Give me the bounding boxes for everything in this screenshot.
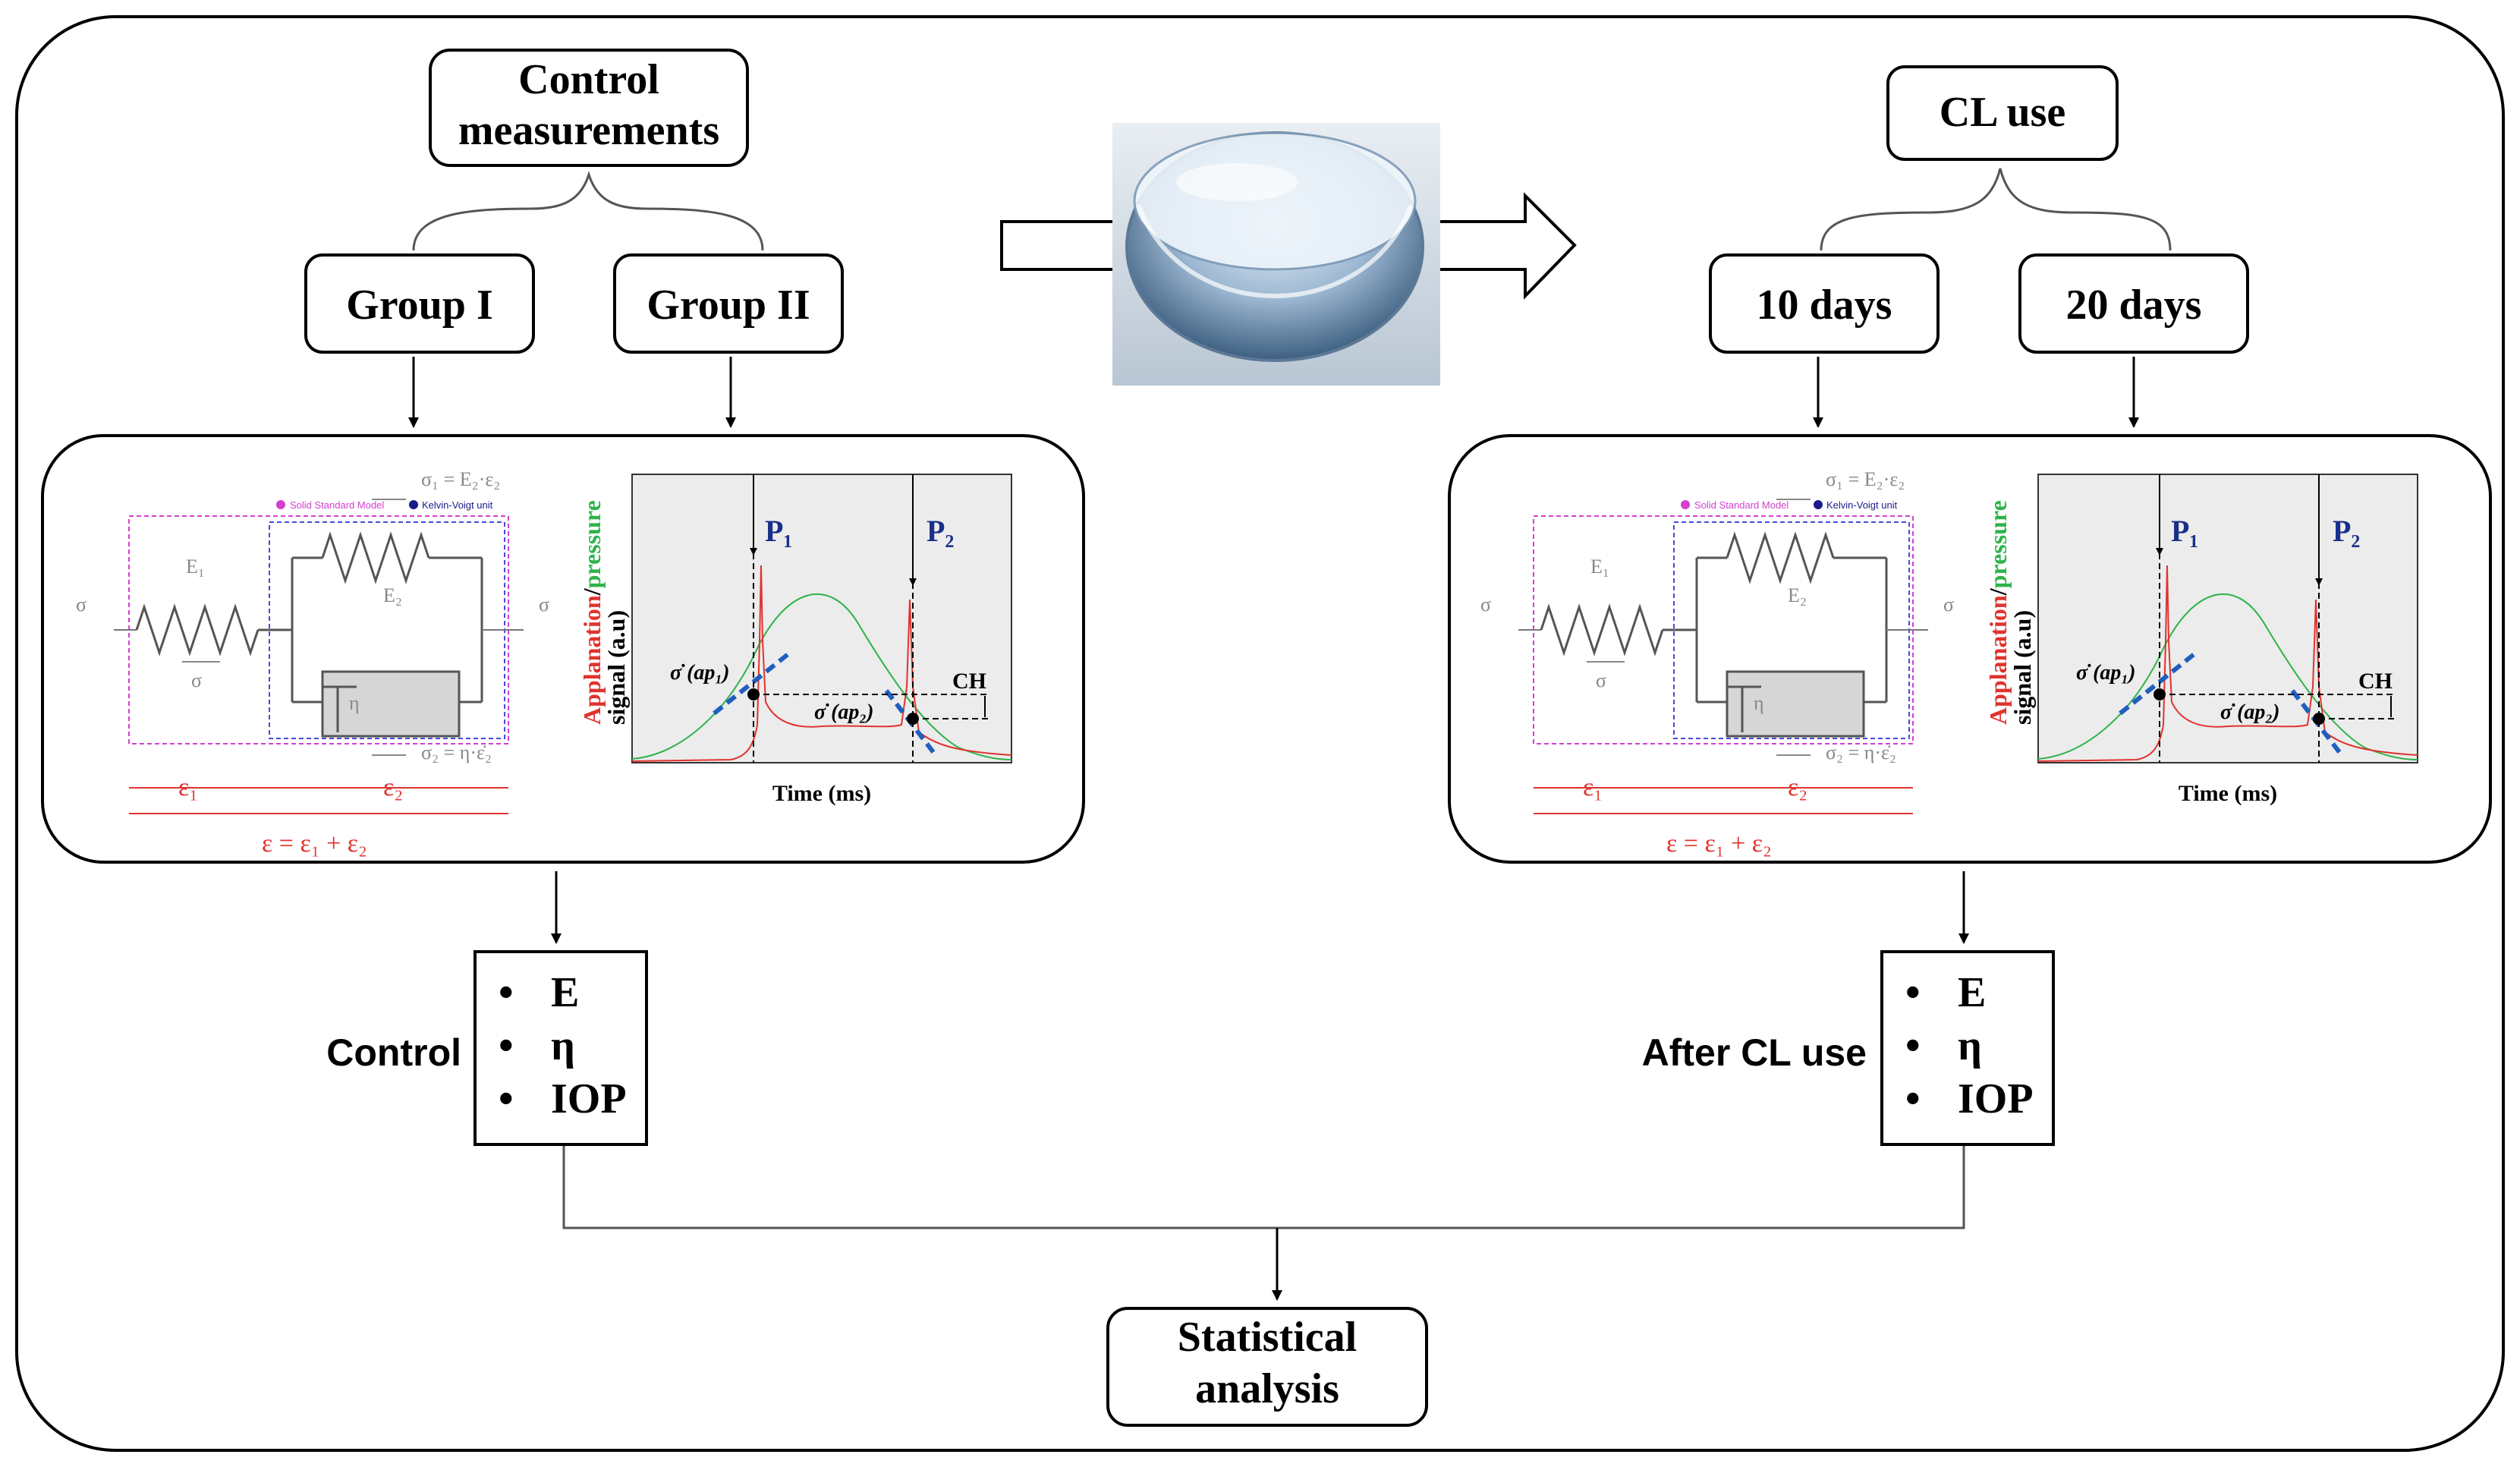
ap2-label-r: σ̇ (ap₂) bbox=[2220, 700, 2280, 724]
sigma-right: σ bbox=[539, 593, 549, 615]
kv-legend-dot-r bbox=[1814, 500, 1823, 509]
kv-legend-dot bbox=[409, 500, 418, 509]
sigma1-label-r: σ₁ = E₂·ε₂ bbox=[1826, 468, 1905, 490]
group-ii-label: Group II bbox=[647, 282, 810, 329]
cl-use-box: CL use bbox=[1886, 65, 2119, 161]
brace-right bbox=[1820, 168, 2172, 251]
ylabel-line1-r: Applanation/pressure bbox=[1984, 500, 2012, 725]
eps-total-label: ε = ε₁ + ε₂ bbox=[262, 830, 367, 858]
left-output-E: E bbox=[551, 969, 579, 1016]
group-i-label: Group I bbox=[346, 282, 492, 329]
P2-label: P₂ bbox=[927, 514, 954, 548]
kv-legend-r: Kelvin-Voigt unit bbox=[1826, 499, 1898, 511]
eps2-label: ε₂ bbox=[383, 773, 403, 801]
left-output-box: • E • η • IOP bbox=[473, 950, 648, 1146]
control-measurements-line2: measurements bbox=[458, 107, 719, 154]
ap2-label: σ̇ (ap₂) bbox=[814, 700, 874, 724]
eta-label-fig-r: η bbox=[1754, 692, 1764, 714]
kv-legend: Kelvin-Voigt unit bbox=[422, 499, 493, 511]
xlabel: Time (ms) bbox=[772, 781, 871, 806]
20-days-box: 20 days bbox=[2018, 253, 2249, 354]
ssm-legend-dot-r bbox=[1681, 500, 1690, 509]
ssm-legend: Solid Standard Model bbox=[290, 499, 384, 511]
group-ii-box: Group II bbox=[613, 253, 844, 354]
E2-label-r: E₂ bbox=[1788, 584, 1807, 606]
brace-left bbox=[412, 171, 764, 251]
P1-label-r: P₁ bbox=[2171, 514, 2198, 548]
P1-label: P₁ bbox=[765, 514, 792, 548]
E1-label-r: E₁ bbox=[1590, 556, 1609, 578]
E2-label: E₂ bbox=[383, 584, 402, 606]
CH-label: CH bbox=[952, 669, 986, 694]
10-days-label: 10 days bbox=[1757, 282, 1892, 329]
ylabel-line1: Applanation/pressure bbox=[578, 500, 606, 725]
E1-label: E₁ bbox=[186, 556, 205, 578]
eta-label-fig: η bbox=[349, 692, 360, 714]
svg-text:•: • bbox=[499, 1075, 514, 1122]
right-output-E: E bbox=[1958, 969, 1986, 1016]
sigma-right-r: σ bbox=[1943, 593, 1954, 615]
P2-label-r: P₂ bbox=[2333, 514, 2360, 548]
left-output-eta: η bbox=[551, 1022, 575, 1069]
ap1-label-r: σ̇ (ap₁) bbox=[2076, 661, 2136, 685]
sigma2-label: σ₂ = η·ε̇₂ bbox=[421, 741, 492, 763]
control-label: Control bbox=[326, 1031, 461, 1074]
svg-text:•: • bbox=[1905, 1075, 1921, 1122]
right-signal-plot: P₁ P₂ σ̇ (ap₁) σ̇ (ap₂) CH Time (ms) App… bbox=[1984, 474, 2418, 806]
right-arrow-shape bbox=[1000, 192, 1577, 300]
eps-total-label-r: ε = ε₁ + ε₂ bbox=[1666, 830, 1772, 858]
eps1-label: ε₁ bbox=[178, 773, 198, 801]
sigma-left: σ bbox=[76, 593, 87, 615]
cl-use-label: CL use bbox=[1940, 89, 2066, 136]
svg-text:•: • bbox=[499, 1022, 514, 1069]
svg-text:•: • bbox=[1905, 969, 1921, 1016]
xlabel-r: Time (ms) bbox=[2179, 781, 2277, 806]
right-output-eta: η bbox=[1958, 1022, 1982, 1069]
ylabel-line2-r: signal (a.u) bbox=[2009, 610, 2036, 725]
control-measurements-box: Control measurements bbox=[429, 49, 749, 167]
svg-text:•: • bbox=[1905, 1022, 1921, 1069]
bottom-connector bbox=[562, 1146, 1965, 1229]
sigma-under: σ bbox=[191, 669, 202, 691]
left-signal-plot: P₁ P₂ σ̇ (ap₁) σ̇ (ap₂) CH Time (ms) App… bbox=[578, 474, 1012, 806]
group-i-box: Group I bbox=[304, 253, 535, 354]
sigma-left-r: σ bbox=[1480, 593, 1491, 615]
ssm-legend-dot bbox=[276, 500, 285, 509]
20-days-label: 20 days bbox=[2066, 282, 2202, 329]
CH-label-r: CH bbox=[2358, 669, 2393, 694]
10-days-box: 10 days bbox=[1709, 253, 1940, 354]
contact-lens-image bbox=[1112, 123, 1440, 386]
sigma-under-r: σ bbox=[1596, 669, 1606, 691]
ylabel-line2: signal (a.u) bbox=[602, 610, 630, 725]
right-output-box: • E • η • IOP bbox=[1880, 950, 2055, 1146]
sigma2-label-r: σ₂ = η·ε̇₂ bbox=[1826, 741, 1896, 763]
left-output-IOP: IOP bbox=[551, 1075, 627, 1122]
outer-frame bbox=[15, 15, 2505, 1452]
ap1-label: σ̇ (ap₁) bbox=[670, 661, 730, 685]
ssm-legend-r: Solid Standard Model bbox=[1694, 499, 1789, 511]
right-output-IOP: IOP bbox=[1958, 1075, 2034, 1122]
eps1-label-r: ε₁ bbox=[1583, 773, 1603, 801]
statistical-line1: Statistical bbox=[1178, 1314, 1357, 1361]
statistical-analysis-box: Statistical analysis bbox=[1106, 1307, 1428, 1427]
sigma1-label: σ₁ = E₂·ε₂ bbox=[421, 468, 500, 490]
svg-text:•: • bbox=[499, 969, 514, 1016]
control-measurements-line1: Control bbox=[518, 56, 659, 103]
statistical-line2: analysis bbox=[1195, 1365, 1339, 1412]
eps2-label-r: ε₂ bbox=[1788, 773, 1807, 801]
after-cl-use-label: After CL use bbox=[1642, 1031, 1867, 1074]
